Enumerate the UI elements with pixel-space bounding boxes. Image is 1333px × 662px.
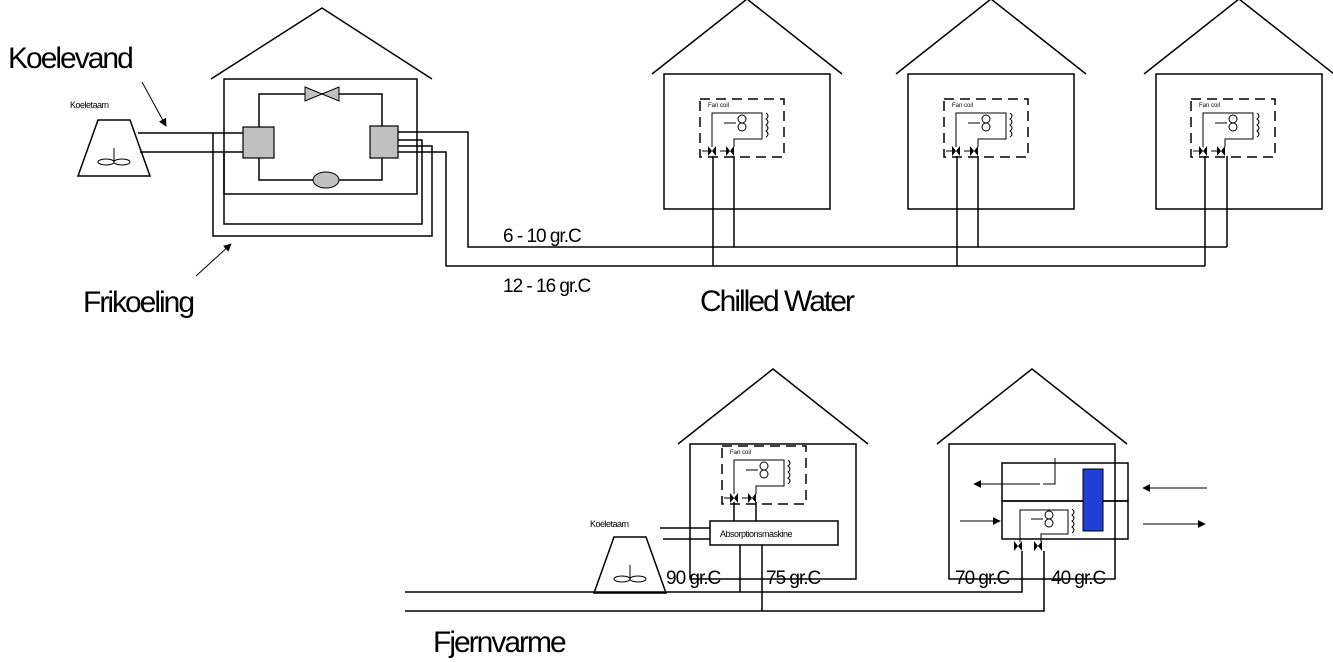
house-absorption: Absorptionsmaskine <box>677 368 869 580</box>
cooling-tower-bottom <box>593 536 667 594</box>
absorption-machine-label: Absorptionsmaskine <box>720 529 793 539</box>
fjernvarme-label: Fjernvarme <box>433 626 566 659</box>
temp-40-label: 40 gr.C <box>1051 568 1106 589</box>
heating-coil <box>1082 468 1104 532</box>
temp-70-label: 70 gr.C <box>955 568 1010 589</box>
house-3 <box>1143 0 1333 266</box>
koelevand-label: Koelevand <box>8 42 132 75</box>
return-temp-label: 12 - 16 gr.C <box>503 276 591 297</box>
cooling-tower-top <box>77 119 151 177</box>
house-heating <box>936 368 1207 580</box>
temp-90-label: 90 gr.C <box>666 568 721 589</box>
frikoeling-label: Frikoeling <box>83 286 193 319</box>
house-1 <box>651 0 843 266</box>
evaporator <box>369 125 399 159</box>
cooling-tower-label-top: Koeletaarn <box>70 100 109 110</box>
condenser <box>242 126 275 159</box>
cooling-tower-label-bottom: Koeletaarn <box>590 519 629 529</box>
chiller-plant <box>210 7 433 195</box>
chilled-water-label: Chilled Water <box>700 285 855 318</box>
chilled-water-pipes <box>398 131 1227 267</box>
free-cooling-pipes <box>212 133 433 237</box>
temp-75-label: 75 gr.C <box>766 568 821 589</box>
supply-temp-label: 6 - 10 gr.C <box>503 226 581 247</box>
absorption-machine-box <box>709 520 839 546</box>
condenser-water-pipes <box>138 132 243 153</box>
house-2 <box>895 0 1087 266</box>
district-heating-pipes <box>405 545 1045 612</box>
